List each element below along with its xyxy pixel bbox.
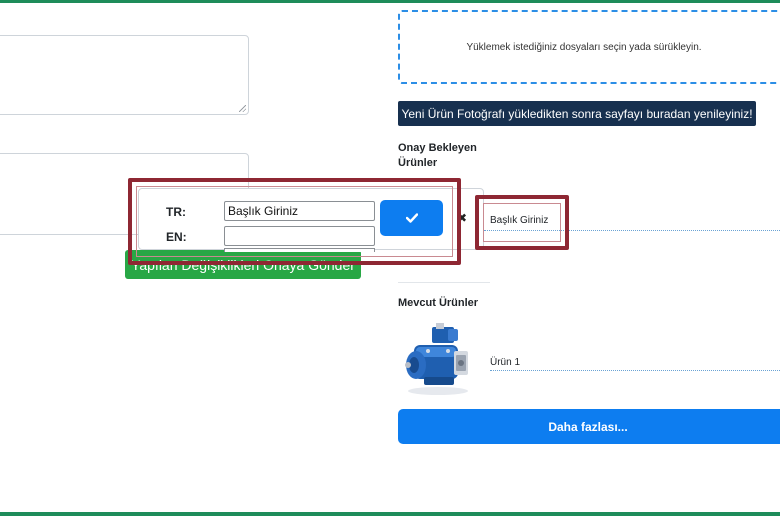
hydraulic-pump-image [402,321,473,397]
section-divider [398,282,490,283]
annotation-highlight-pending-item [475,195,569,250]
product-underline [490,370,780,371]
check-icon [405,213,418,223]
pending-item-underline [484,230,780,231]
top-accent-line [0,0,780,3]
annotation-highlight-pending-item-inner [483,203,561,242]
file-dropzone[interactable]: Yüklemek istediğiniz dosyaları seçin yad… [398,10,780,84]
extra-input-edge [224,248,375,252]
en-title-input[interactable] [224,226,375,246]
confirm-button[interactable] [380,200,443,236]
current-products-heading: Mevcut Ürünler [398,297,479,309]
resize-handle-icon[interactable] [239,105,246,112]
pending-item-label[interactable]: Başlık Giriniz [490,215,549,226]
description-textarea[interactable] [0,35,249,115]
load-more-button[interactable]: Daha fazlası... [398,409,780,444]
dropzone-text: Yüklemek istediğiniz dosyaları seçin yad… [466,42,702,53]
annotation-highlight-popover [128,178,461,265]
product-label[interactable]: Ürün 1 [490,357,521,368]
bottom-accent-line [0,512,780,516]
product-image[interactable] [402,321,473,397]
pending-products-heading: Onay Bekleyen Ürünler [398,142,477,169]
refresh-page-button[interactable]: Yeni Ürün Fotoğrafı yükledikten sonra sa… [398,101,756,126]
en-label: EN: [166,230,187,244]
close-icon[interactable]: ✖ [457,211,468,225]
tr-label: TR: [166,205,186,219]
tr-title-input[interactable]: Başlık Giriniz [224,201,375,221]
annotation-highlight-popover-inner [136,186,453,257]
